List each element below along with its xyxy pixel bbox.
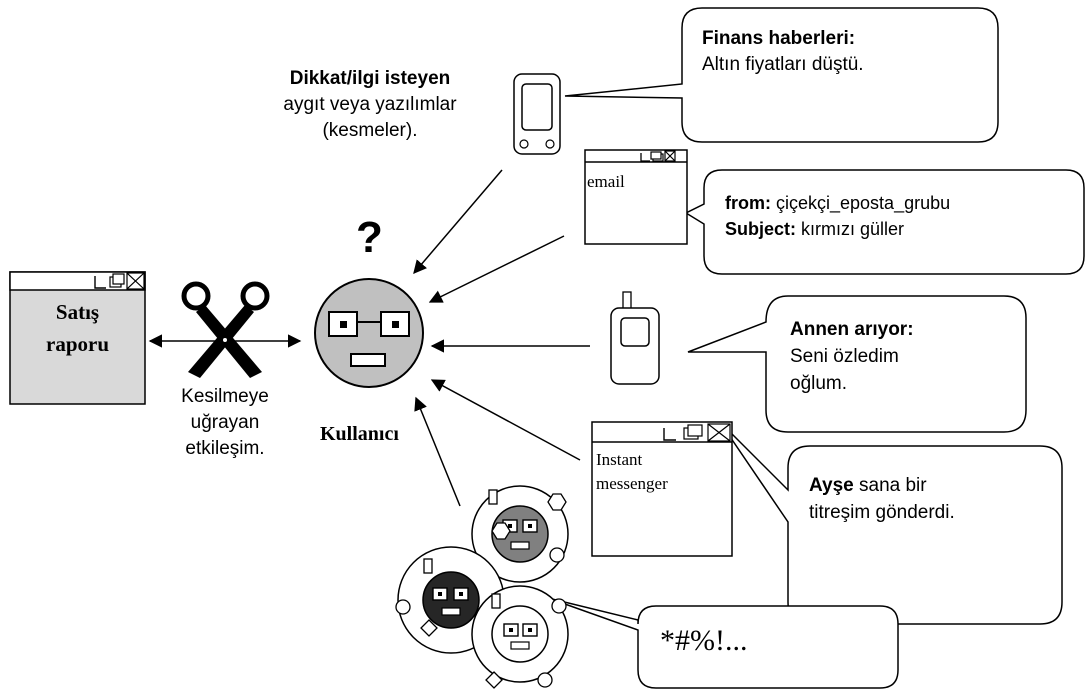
email-from-line: from: çiçekçi_eposta_grubu: [725, 190, 950, 216]
sales-window: [9, 271, 146, 405]
call-bubble: [687, 295, 1027, 433]
email-from-value: çiçekçi_eposta_grubu: [771, 193, 951, 213]
interrupted-line3: etkileşim.: [185, 438, 265, 459]
messenger-line1: Ayşe sana bir: [809, 472, 955, 499]
messenger-text: Ayşe sana bir titreşim gönderdi.: [809, 472, 955, 526]
sales-line1: Satış: [55, 300, 100, 324]
interruptions-heading: Dikkat/ilgi isteyen aygıt veya yazılımla…: [240, 66, 500, 144]
email-window-label: email: [587, 172, 625, 191]
mobile-phone-icon: [610, 291, 660, 385]
interruptions-heading-title: Dikkat/ilgi isteyen: [289, 68, 451, 89]
sales-window-label: Satış raporu: [10, 296, 145, 360]
interrupted-caption: Kesilmeye uğrayan etkileşim.: [150, 384, 300, 462]
messenger-window-label: Instant messenger: [596, 448, 668, 496]
email-bubble: [684, 169, 1085, 275]
interruption-arrows: [413, 169, 590, 507]
email-subject-value: kırmızı güller: [796, 219, 905, 239]
call-text: Annen arıyor: Seni özledim oğlum.: [790, 316, 914, 397]
user-face-icon: [314, 278, 424, 388]
pda-icon: [513, 73, 561, 155]
finance-title: Finans haberleri:: [702, 28, 856, 49]
call-line1: Seni özledim: [790, 346, 899, 367]
messenger-window-line1: Instant: [596, 450, 643, 469]
scissors-icon: [181, 281, 270, 378]
call-title: Annen arıyor:: [790, 319, 914, 340]
finance-text: Finans haberleri: Altın fiyatları düştü.: [702, 26, 864, 78]
call-line2: oğlum.: [790, 373, 848, 394]
window-controls-icon: [663, 423, 731, 442]
finance-message: Altın fiyatları düştü.: [702, 54, 864, 75]
window-controls-icon: [94, 272, 145, 290]
question-mark: ?: [356, 213, 383, 262]
messenger-line2: titreşim gönderdi.: [809, 502, 955, 523]
email-from-label: from:: [725, 193, 771, 213]
window-controls-icon: [640, 150, 676, 162]
interrupted-line2: uğrayan: [190, 412, 260, 433]
finance-bubble: [564, 7, 999, 143]
email-text: from: çiçekçi_eposta_grubu Subject: kırm…: [725, 190, 950, 242]
messenger-window-line2: messenger: [596, 474, 668, 493]
messenger-name: Ayşe: [809, 475, 854, 496]
curse-bubble: [547, 597, 899, 689]
user-label: Kullanıcı: [320, 423, 399, 445]
curse-text: *#%!...: [660, 624, 748, 657]
sales-line2: raporu: [46, 332, 109, 356]
messenger-rest: sana bir: [853, 475, 927, 496]
email-subject-label: Subject:: [725, 219, 797, 239]
interruptions-heading-line3: (kesmeler).: [322, 120, 418, 141]
messenger-window: [591, 421, 733, 557]
group-icon: [395, 485, 569, 689]
email-subject-line: Subject: kırmızı güller: [725, 216, 950, 242]
email-window: [584, 149, 688, 245]
interrupted-line1: Kesilmeye: [181, 386, 269, 407]
interruptions-heading-line2: aygıt veya yazılımlar: [283, 94, 457, 115]
